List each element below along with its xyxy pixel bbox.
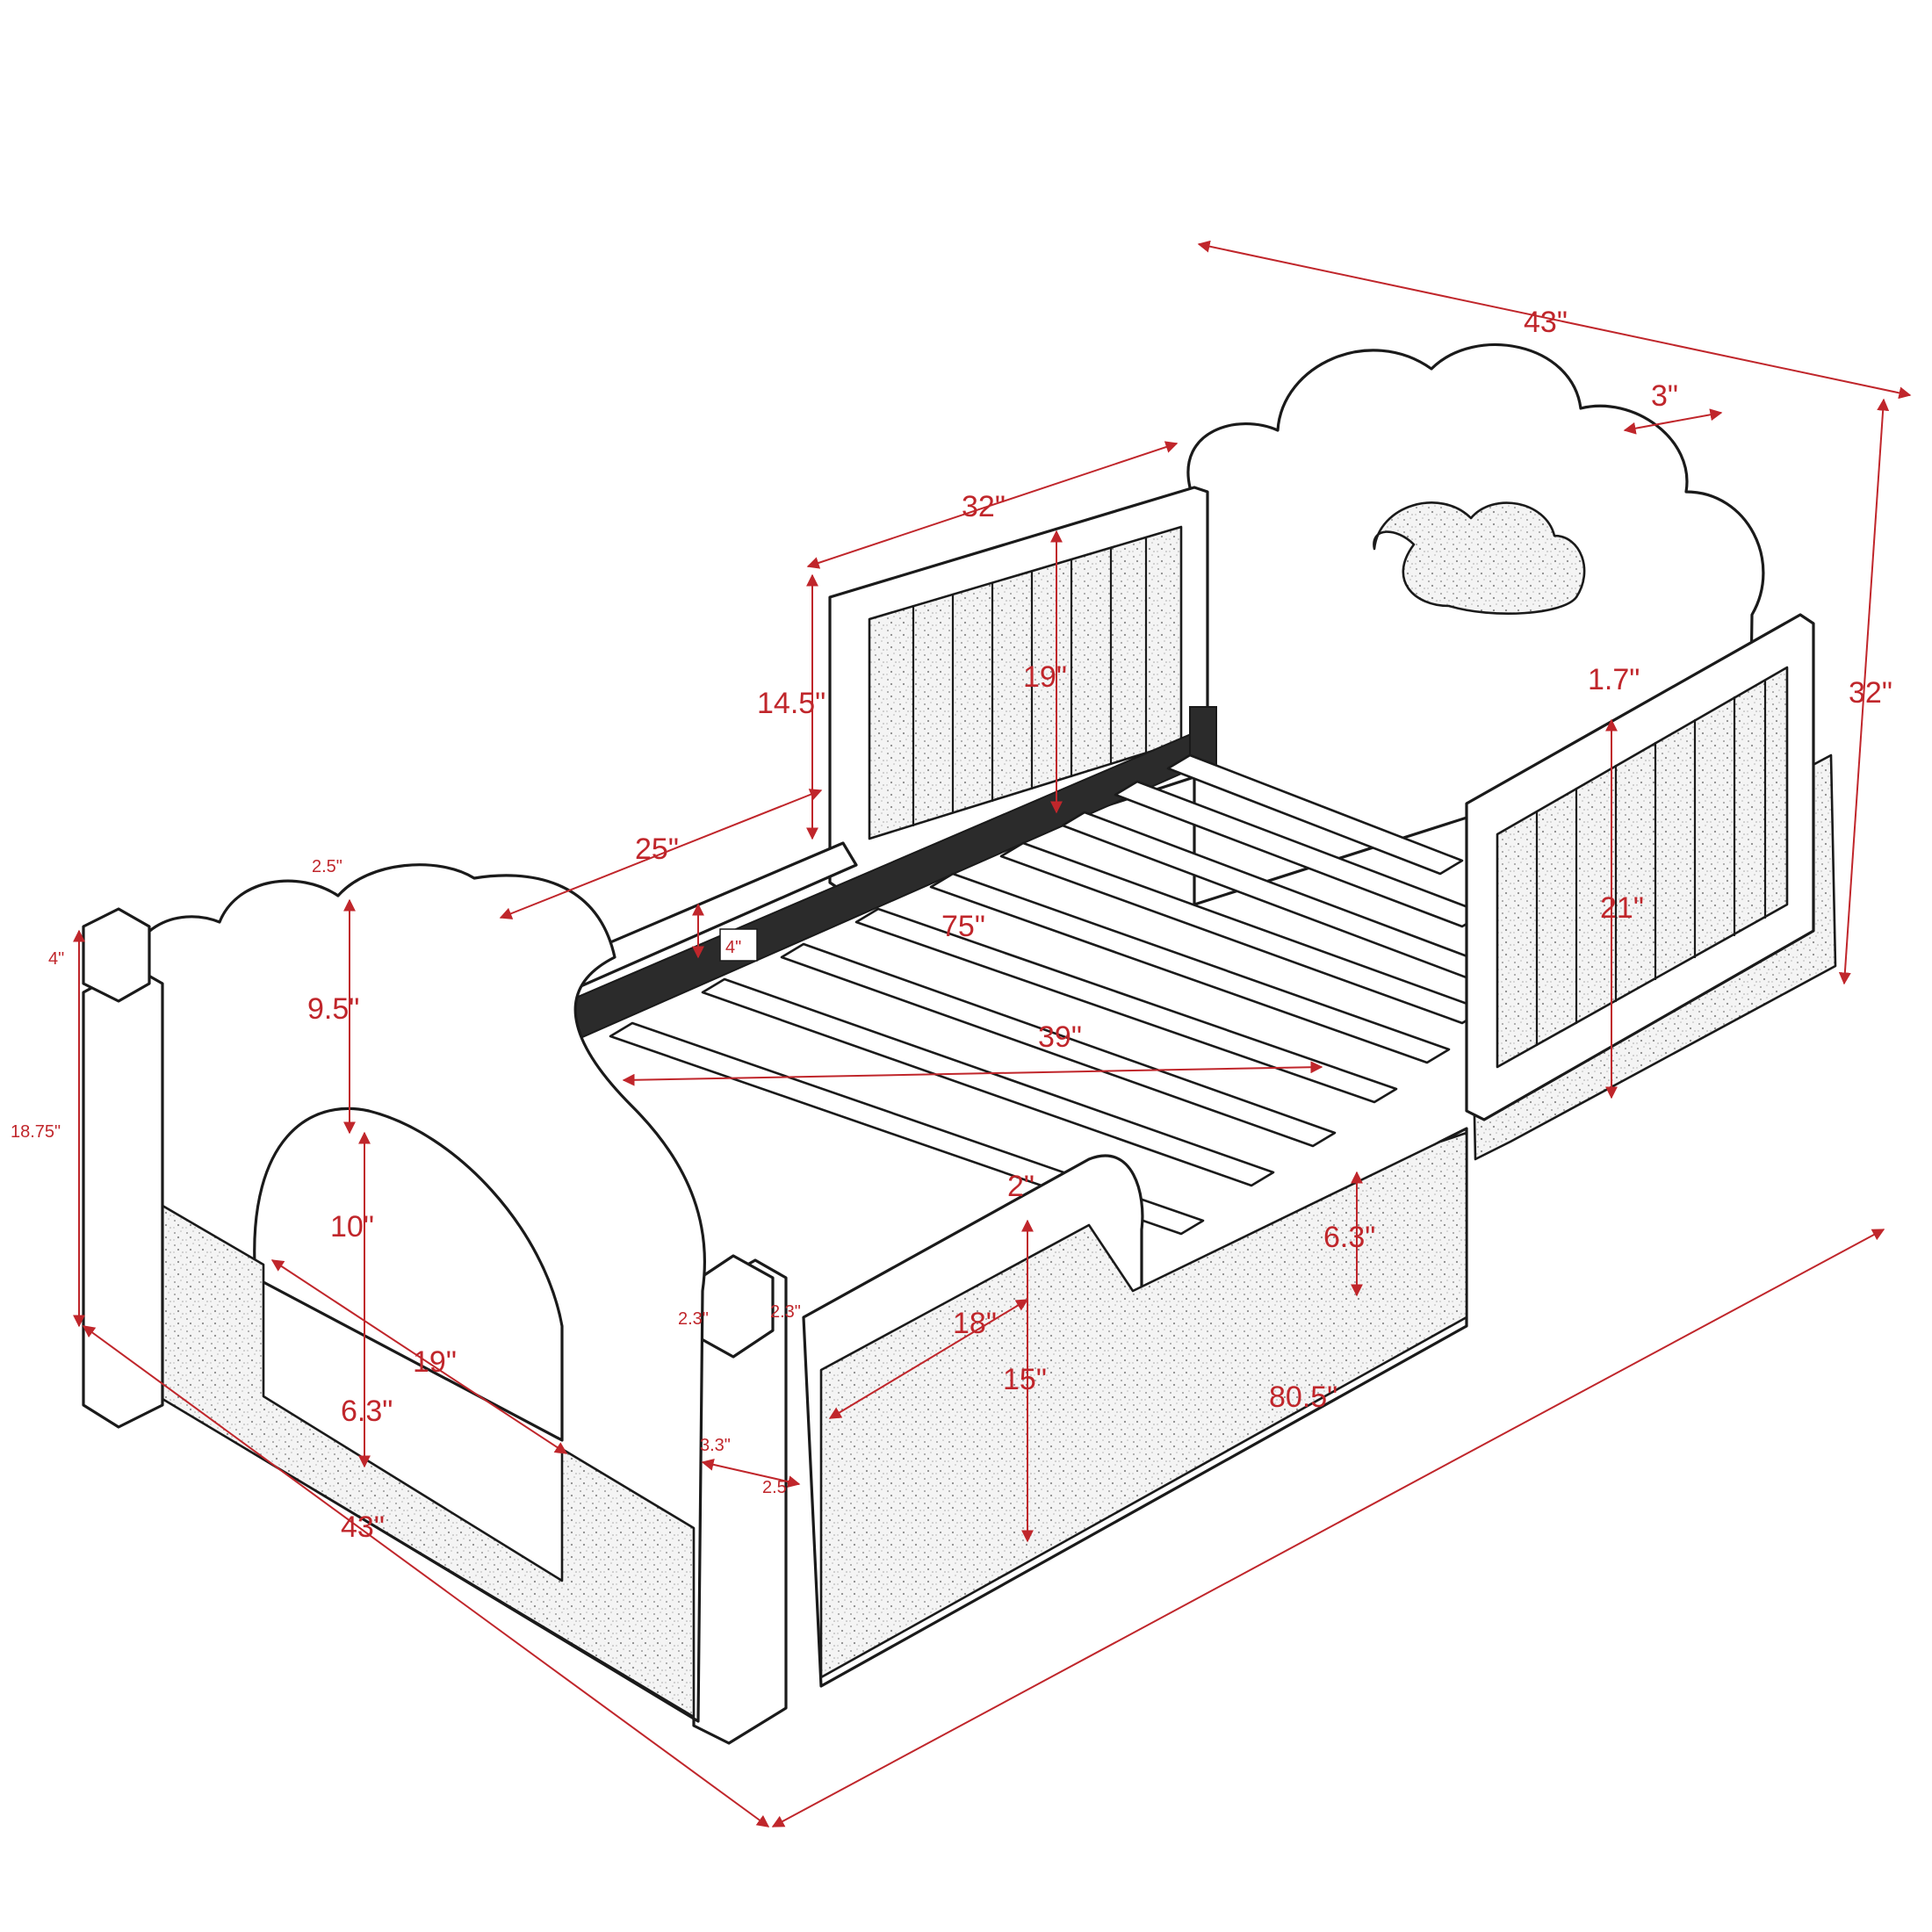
label-overall-height: 32" <box>1849 676 1892 710</box>
footboard-post-left <box>82 964 164 1429</box>
label-side-panel-height: 15" <box>1003 1363 1047 1396</box>
rail-bracket <box>1189 706 1217 769</box>
dimension-labels: 43" 3" 32" 32" 19" 14.5" 25" 1.7" 21" 2.… <box>11 306 1892 1544</box>
dimension-lines <box>73 240 1912 1827</box>
label-footboard-arch-top: 9.5" <box>307 992 359 1026</box>
label-top-width: 43" <box>1524 306 1568 339</box>
headboard-cloud-cutout <box>1373 501 1586 616</box>
label-overall-length: 80.5" <box>1269 1381 1337 1414</box>
label-guard-rail-length: 32" <box>962 490 1006 523</box>
label-bottom-width: 43" <box>341 1510 385 1544</box>
label-right-rail-height: 21" <box>1600 891 1644 925</box>
label-guard-rail-height: 14.5" <box>757 687 825 720</box>
label-arch-opening: 19" <box>413 1345 457 1379</box>
label-inner-width: 39" <box>1038 1020 1082 1054</box>
label-footboard-height: 18.75" <box>11 1122 61 1142</box>
label-side-rail-height: 6.3" <box>1323 1221 1375 1254</box>
label-post-depth: 3.3" <box>700 1436 731 1455</box>
label-guard-rail-panel-height: 19" <box>1023 660 1067 694</box>
label-guard-rail-offset: 25" <box>635 833 679 866</box>
label-headboard-thickness: 3" <box>1651 379 1678 413</box>
side-rail-depth-box <box>719 928 758 962</box>
label-arch-width: 10" <box>330 1210 374 1244</box>
label-post-width-b: 2.3" <box>770 1302 801 1322</box>
label-side-panel-length: 18" <box>953 1307 997 1340</box>
guard-rail-slats <box>912 537 1148 827</box>
label-arch-bottom: 6.3" <box>341 1395 393 1428</box>
label-side-rail-depth: 4" <box>725 938 741 957</box>
label-post-width-a: 2.3" <box>678 1309 709 1329</box>
label-post-base: 2.5" <box>762 1478 793 1497</box>
label-inner-length: 75" <box>941 910 985 943</box>
label-slat-gap: 2" <box>1007 1170 1034 1203</box>
label-footboard-thickness: 2.5" <box>312 857 342 876</box>
label-right-rail-width: 1.7" <box>1588 663 1640 696</box>
label-post-top: 4" <box>48 949 64 969</box>
right-guard-rail <box>1465 613 1815 1121</box>
post-cap-left <box>82 907 151 1003</box>
